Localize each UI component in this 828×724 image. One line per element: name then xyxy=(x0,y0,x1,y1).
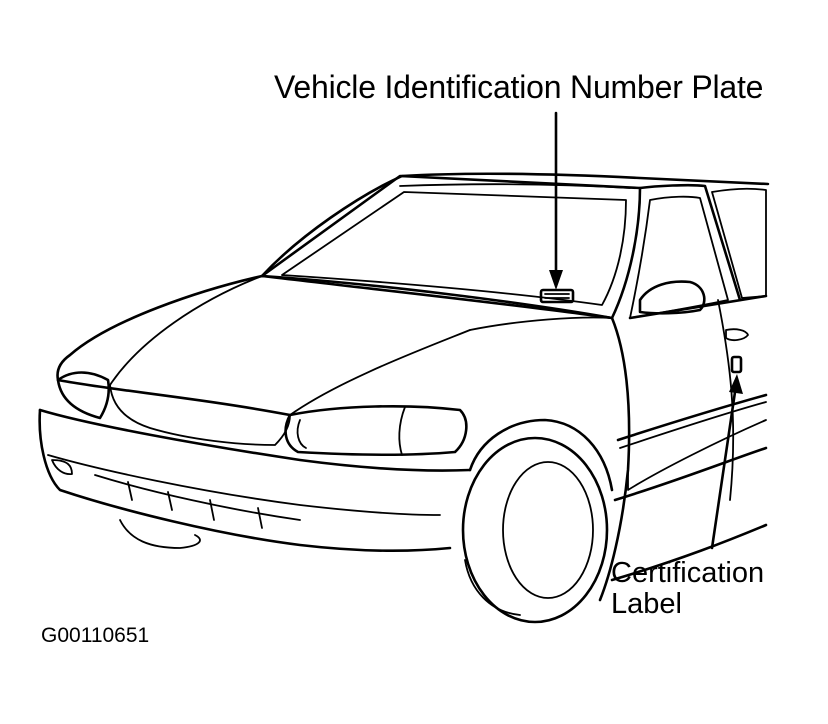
right-headlight-divider xyxy=(398,406,406,456)
front-rim xyxy=(502,461,594,599)
rear-window xyxy=(711,187,767,299)
door-shut-line xyxy=(717,299,735,501)
right-headlight xyxy=(284,405,468,456)
door-front-edge xyxy=(627,419,767,491)
door-bottom xyxy=(613,446,768,502)
roof-line xyxy=(260,172,770,278)
figure-id: G00110651 xyxy=(41,624,150,647)
bumper-mid xyxy=(47,454,441,516)
certification-label-line2: Label xyxy=(611,588,682,621)
vin-plate-callout: Vehicle Identification Number Plate xyxy=(274,69,764,105)
hood-front-edge xyxy=(56,378,292,417)
body-side-molding-lower xyxy=(619,401,767,449)
vin-leader-arrowhead xyxy=(549,270,563,290)
left-headlight xyxy=(56,371,111,420)
intake-rib-2 xyxy=(167,491,173,511)
front-tire xyxy=(461,436,609,624)
certification-label-callout: Certification Label xyxy=(611,557,765,621)
right-headlight-inner xyxy=(296,419,307,449)
vin-plate-marker xyxy=(539,288,575,304)
intake-rib-3 xyxy=(209,499,215,521)
door-beltline xyxy=(628,294,768,320)
hood-outline xyxy=(56,274,264,382)
fog-lamp-left xyxy=(51,459,73,475)
cert-leader-line xyxy=(710,390,737,550)
intake-rib-4 xyxy=(257,507,263,529)
bumper-top xyxy=(38,408,472,472)
windshield-inner xyxy=(281,191,627,306)
rocker-panel xyxy=(610,523,768,582)
certification-label-marker xyxy=(730,355,743,374)
a-pillar xyxy=(638,183,742,302)
chin-spoiler xyxy=(119,519,201,549)
cert-leader-arrowhead xyxy=(729,374,743,394)
lower-intake xyxy=(94,474,301,521)
cowl-line xyxy=(260,274,614,320)
certification-label-line1: Certification xyxy=(611,557,765,589)
body-side-molding xyxy=(616,393,768,442)
intake-rib-1 xyxy=(127,481,133,501)
bumper-face xyxy=(38,408,452,552)
hood-crease-left xyxy=(109,275,263,386)
fender-top xyxy=(469,316,613,331)
hood-crease-right xyxy=(289,329,471,416)
tire-tread xyxy=(464,559,521,616)
grille xyxy=(109,384,291,446)
wheel-arch xyxy=(468,418,614,492)
door-handle xyxy=(725,328,749,342)
